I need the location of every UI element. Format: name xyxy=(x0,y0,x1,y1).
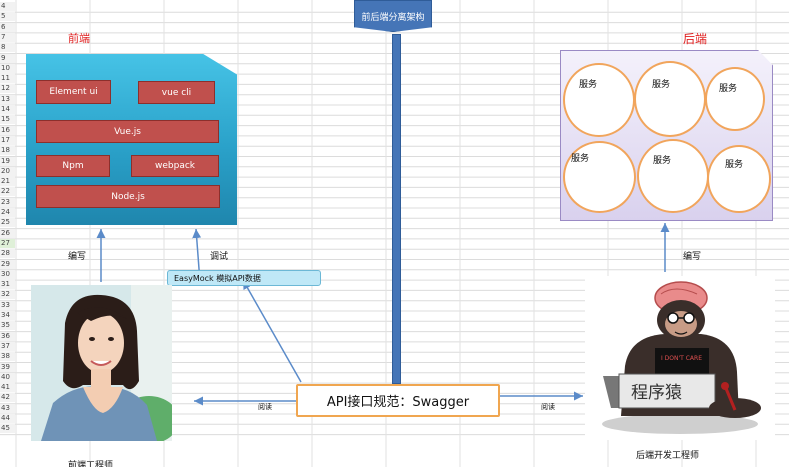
tech-element-ui: Element ui xyxy=(36,80,111,104)
row-number: 27 xyxy=(0,238,15,248)
label-read-left: 阅读 xyxy=(258,403,272,411)
row-number: 14 xyxy=(0,105,15,114)
row-number: 16 xyxy=(0,125,15,135)
row-number: 26 xyxy=(0,228,15,238)
row-number: 13 xyxy=(0,94,15,104)
arrow-mock xyxy=(242,279,302,383)
row-number: 41 xyxy=(0,383,15,393)
row-number: 34 xyxy=(0,311,15,320)
frontend-label: 前端 xyxy=(68,32,90,45)
monkey-sign-text: 程序猿 xyxy=(631,383,682,403)
tech-vue-cli: vue cli xyxy=(138,81,215,104)
row-number: 4 xyxy=(0,2,15,11)
tech-npm: Npm xyxy=(36,155,110,177)
row-number: 38 xyxy=(0,352,15,362)
easymock-box: EasyMock 模拟API数据 xyxy=(167,270,321,286)
row-number: 10 xyxy=(0,63,15,73)
row-number: 32 xyxy=(0,290,15,300)
central-pillar xyxy=(392,34,401,384)
frontend-engineer-caption: 前端工程师 xyxy=(68,461,114,467)
row-number: 17 xyxy=(0,135,15,145)
service-circle: 服务 xyxy=(637,139,709,213)
label-read-right: 阅读 xyxy=(541,403,555,411)
row-number: 5 xyxy=(0,12,15,22)
tech-nodejs: Node.js xyxy=(36,185,220,208)
monkey-shirt-text: I DON'T CARE xyxy=(661,355,702,362)
backend-engineer-caption: 后端开发工程师 xyxy=(636,451,700,461)
row-number: 37 xyxy=(0,341,15,351)
row-number: 21 xyxy=(0,177,15,187)
row-number: 30 xyxy=(0,269,15,279)
row-number: 36 xyxy=(0,331,15,341)
label-write-frontend: 编写 xyxy=(68,252,87,262)
row-number: 25 xyxy=(0,218,15,228)
service-circle: 服务 xyxy=(707,145,771,213)
backend-engineer-image: I DON'T CARE 程序猿 xyxy=(585,276,775,440)
row-number: 6 xyxy=(0,22,15,32)
row-number: 8 xyxy=(0,43,15,53)
row-number: 15 xyxy=(0,115,15,125)
row-number: 22 xyxy=(0,187,15,197)
row-number: 11 xyxy=(0,74,15,84)
row-number: 45 xyxy=(0,424,15,434)
row-number: 28 xyxy=(0,249,15,259)
tech-webpack: webpack xyxy=(131,155,219,177)
service-circle: 服务 xyxy=(563,141,636,213)
service-label: 服务 xyxy=(652,80,671,90)
row-number: 43 xyxy=(0,403,15,413)
service-label: 服务 xyxy=(653,156,672,166)
service-circle: 服务 xyxy=(634,61,706,137)
service-label: 服务 xyxy=(719,84,738,94)
service-circle: 服务 xyxy=(705,67,765,131)
row-number: 12 xyxy=(0,84,15,94)
row-number: 9 xyxy=(0,53,15,63)
row-number: 29 xyxy=(0,259,15,269)
service-label: 服务 xyxy=(725,160,744,170)
service-label: 服务 xyxy=(579,80,598,90)
frontend-engineer-photo xyxy=(31,285,172,441)
service-label: 服务 xyxy=(571,154,590,164)
diagram-title-text: 前后端分离架构 xyxy=(361,12,425,23)
label-debug: 调试 xyxy=(210,252,229,262)
row-number: 39 xyxy=(0,362,15,372)
row-number: 31 xyxy=(0,280,15,290)
row-number: 18 xyxy=(0,146,15,156)
woman-portrait-icon xyxy=(31,285,172,441)
monkey-programmer-icon: I DON'T CARE 程序猿 xyxy=(602,281,761,434)
label-write-backend: 编写 xyxy=(683,252,702,262)
diagram-title: 前后端分离架构 xyxy=(354,0,432,32)
row-number: 44 xyxy=(0,414,15,423)
backend-label: 后端 xyxy=(683,32,708,46)
row-number: 42 xyxy=(0,393,15,403)
row-number: 24 xyxy=(0,208,15,217)
service-circle: 服务 xyxy=(563,63,635,137)
row-number: 40 xyxy=(0,372,15,382)
row-number: 23 xyxy=(0,197,15,207)
row-number: 33 xyxy=(0,300,15,310)
row-number: 20 xyxy=(0,166,15,176)
row-number: 7 xyxy=(0,32,15,42)
api-spec-box: API接口规范：Swagger xyxy=(296,384,500,417)
tech-vuejs: Vue.js xyxy=(36,120,219,143)
row-number: 35 xyxy=(0,321,15,331)
row-number: 19 xyxy=(0,156,15,166)
